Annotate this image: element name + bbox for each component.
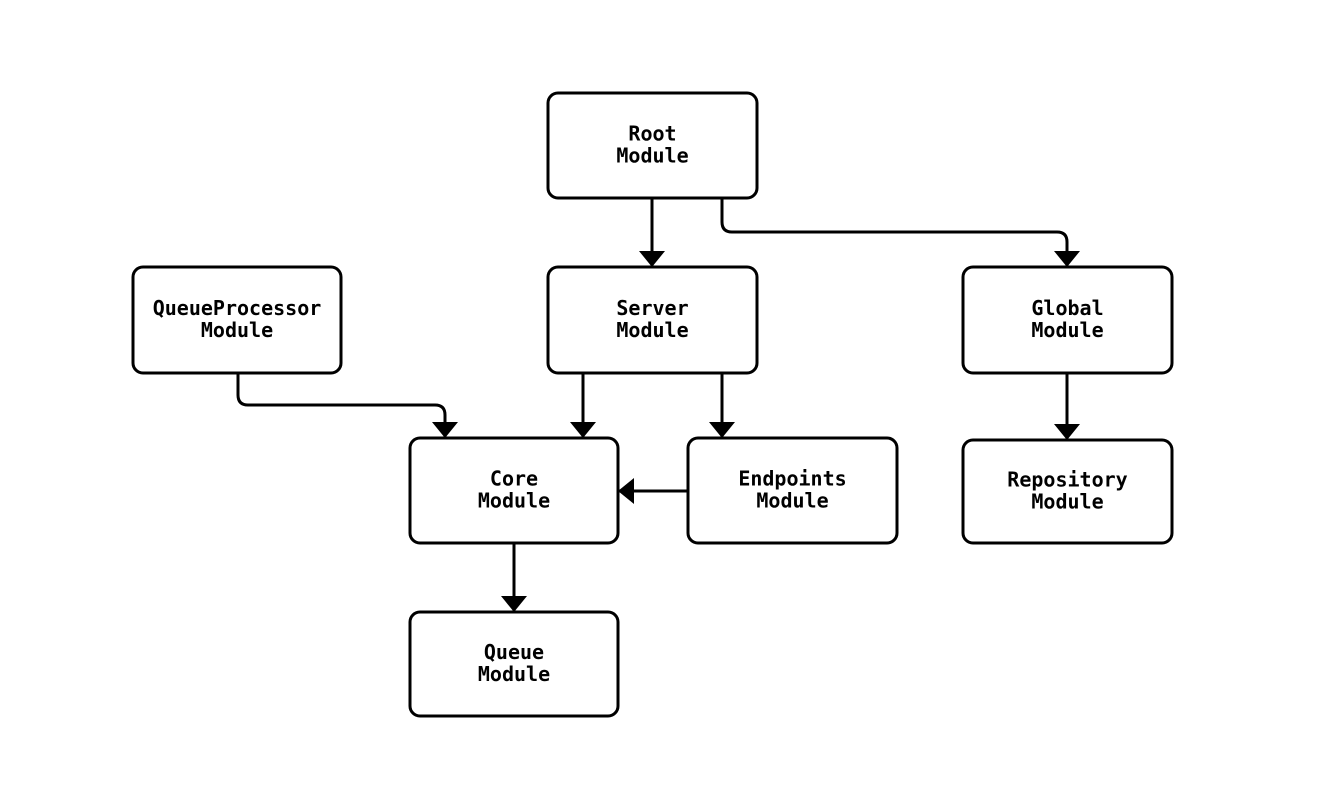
arrowhead-icon bbox=[432, 422, 458, 438]
arrowhead-icon bbox=[618, 478, 634, 504]
node-box bbox=[546, 91, 759, 200]
node-box bbox=[546, 265, 759, 375]
node-box bbox=[408, 610, 620, 718]
node-box bbox=[961, 265, 1174, 375]
node-box bbox=[408, 436, 620, 545]
arrowhead-icon bbox=[639, 251, 665, 267]
arrowhead-icon bbox=[1054, 251, 1080, 267]
node-box bbox=[131, 265, 343, 375]
node-box bbox=[686, 436, 899, 545]
arrowhead-icon bbox=[570, 422, 596, 438]
node-box bbox=[961, 438, 1174, 545]
arrowhead-icon bbox=[1054, 424, 1080, 440]
arrowhead-icon bbox=[501, 596, 527, 612]
edge-root-to-global bbox=[720, 198, 1069, 267]
edge-queue-processor-to-core bbox=[236, 373, 447, 438]
arrowhead-icon bbox=[709, 422, 735, 438]
